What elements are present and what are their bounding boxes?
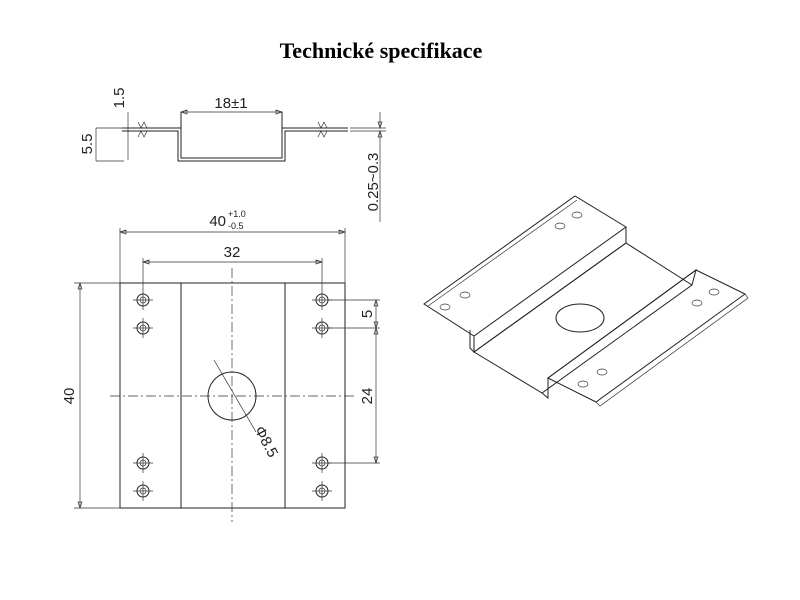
side-profile-view: 18±1 1.5 5.5 0.25~0.3 [79,88,386,222]
center-hole [207,371,257,421]
mounting-hole [133,318,153,338]
mounting-holes [133,290,332,501]
page-title: Technické specifikace [279,38,483,63]
dim-height-main: 40 [61,388,78,405]
dim-width-tol-minus: -0.5 [228,221,244,231]
dim-lip: 1.5 [111,88,128,109]
dim-width-tol-plus: +1.0 [228,209,246,219]
isometric-view [423,195,749,407]
dim-thickness: 0.25~0.3 [365,153,382,212]
dim-hole-gap: 24 [359,388,376,405]
mounting-hole [312,481,332,501]
top-view: Φ8.5 40 +1.0 -0.5 32 40 5 24 [61,209,380,522]
dim-hole-span: 32 [224,244,241,261]
mounting-hole [133,290,153,310]
dim-height: 5.5 [79,134,96,155]
dim-width-main: 40 [209,213,226,230]
dim-hole-pitch: 5 [359,310,376,318]
iso-center-hole [555,303,605,333]
mounting-hole [133,481,153,501]
dim-top-width: 18±1 [214,95,247,112]
dim-center-hole: Φ8.5 [251,423,281,460]
mounting-hole [133,453,153,473]
